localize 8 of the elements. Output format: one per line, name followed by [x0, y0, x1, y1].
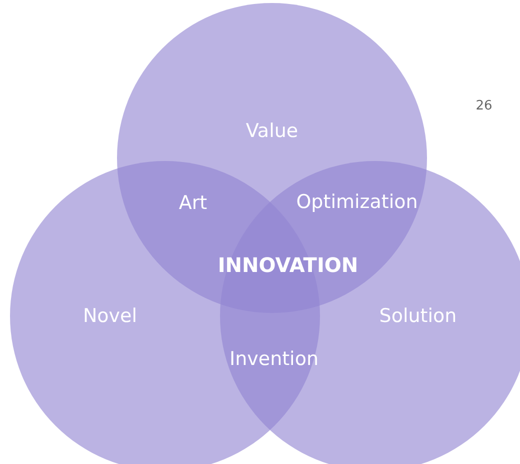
circle-label: Solution: [379, 305, 457, 327]
circle-label: Novel: [82, 305, 138, 327]
overlap-label: Art: [178, 192, 208, 214]
circle-label: Value: [246, 120, 298, 142]
overlap-label: Invention: [229, 348, 319, 370]
overlap-label: Optimization: [296, 191, 418, 213]
center-label: INNOVATION: [218, 253, 358, 277]
page-number: 26: [476, 98, 492, 114]
